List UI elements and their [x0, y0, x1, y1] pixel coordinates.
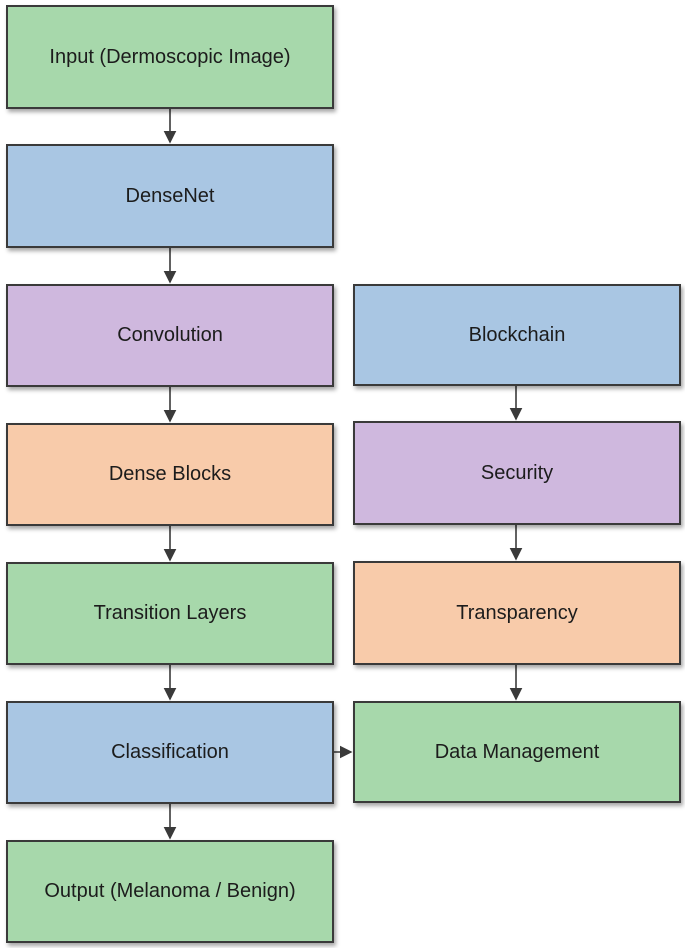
- classification-label: Classification: [111, 741, 229, 763]
- input-box: Input (Dermoscopic Image): [6, 5, 334, 109]
- dense-blocks-label: Dense Blocks: [108, 463, 232, 485]
- security-label: Security: [480, 461, 554, 484]
- blockchain-box: Blockchain: [353, 284, 681, 386]
- convolution-label: Convolution: [117, 324, 223, 346]
- classification-box: Classification: [6, 701, 334, 804]
- densenet-box: DenseNet: [6, 144, 334, 248]
- transparency-box: Transparency: [353, 561, 681, 665]
- dense-blocks-box: Dense Blocks: [6, 423, 334, 526]
- transparency-label: Transparency: [456, 601, 578, 624]
- convolution-box: Convolution: [6, 284, 334, 387]
- blockchain-label: Blockchain: [468, 323, 566, 346]
- densenet-label: DenseNet: [125, 184, 215, 207]
- output-label: Output (Melanoma / Benign): [44, 880, 296, 902]
- data-management-label: Data Management: [434, 740, 600, 763]
- transition-layers-label: Transition Layers: [93, 602, 247, 624]
- input-label: Input (Dermoscopic Image): [49, 45, 291, 68]
- security-box: Security: [353, 421, 681, 525]
- data-management-box: Data Management: [353, 701, 681, 803]
- output-box: Output (Melanoma / Benign): [6, 840, 334, 943]
- transition-layers-box: Transition Layers: [6, 562, 334, 665]
